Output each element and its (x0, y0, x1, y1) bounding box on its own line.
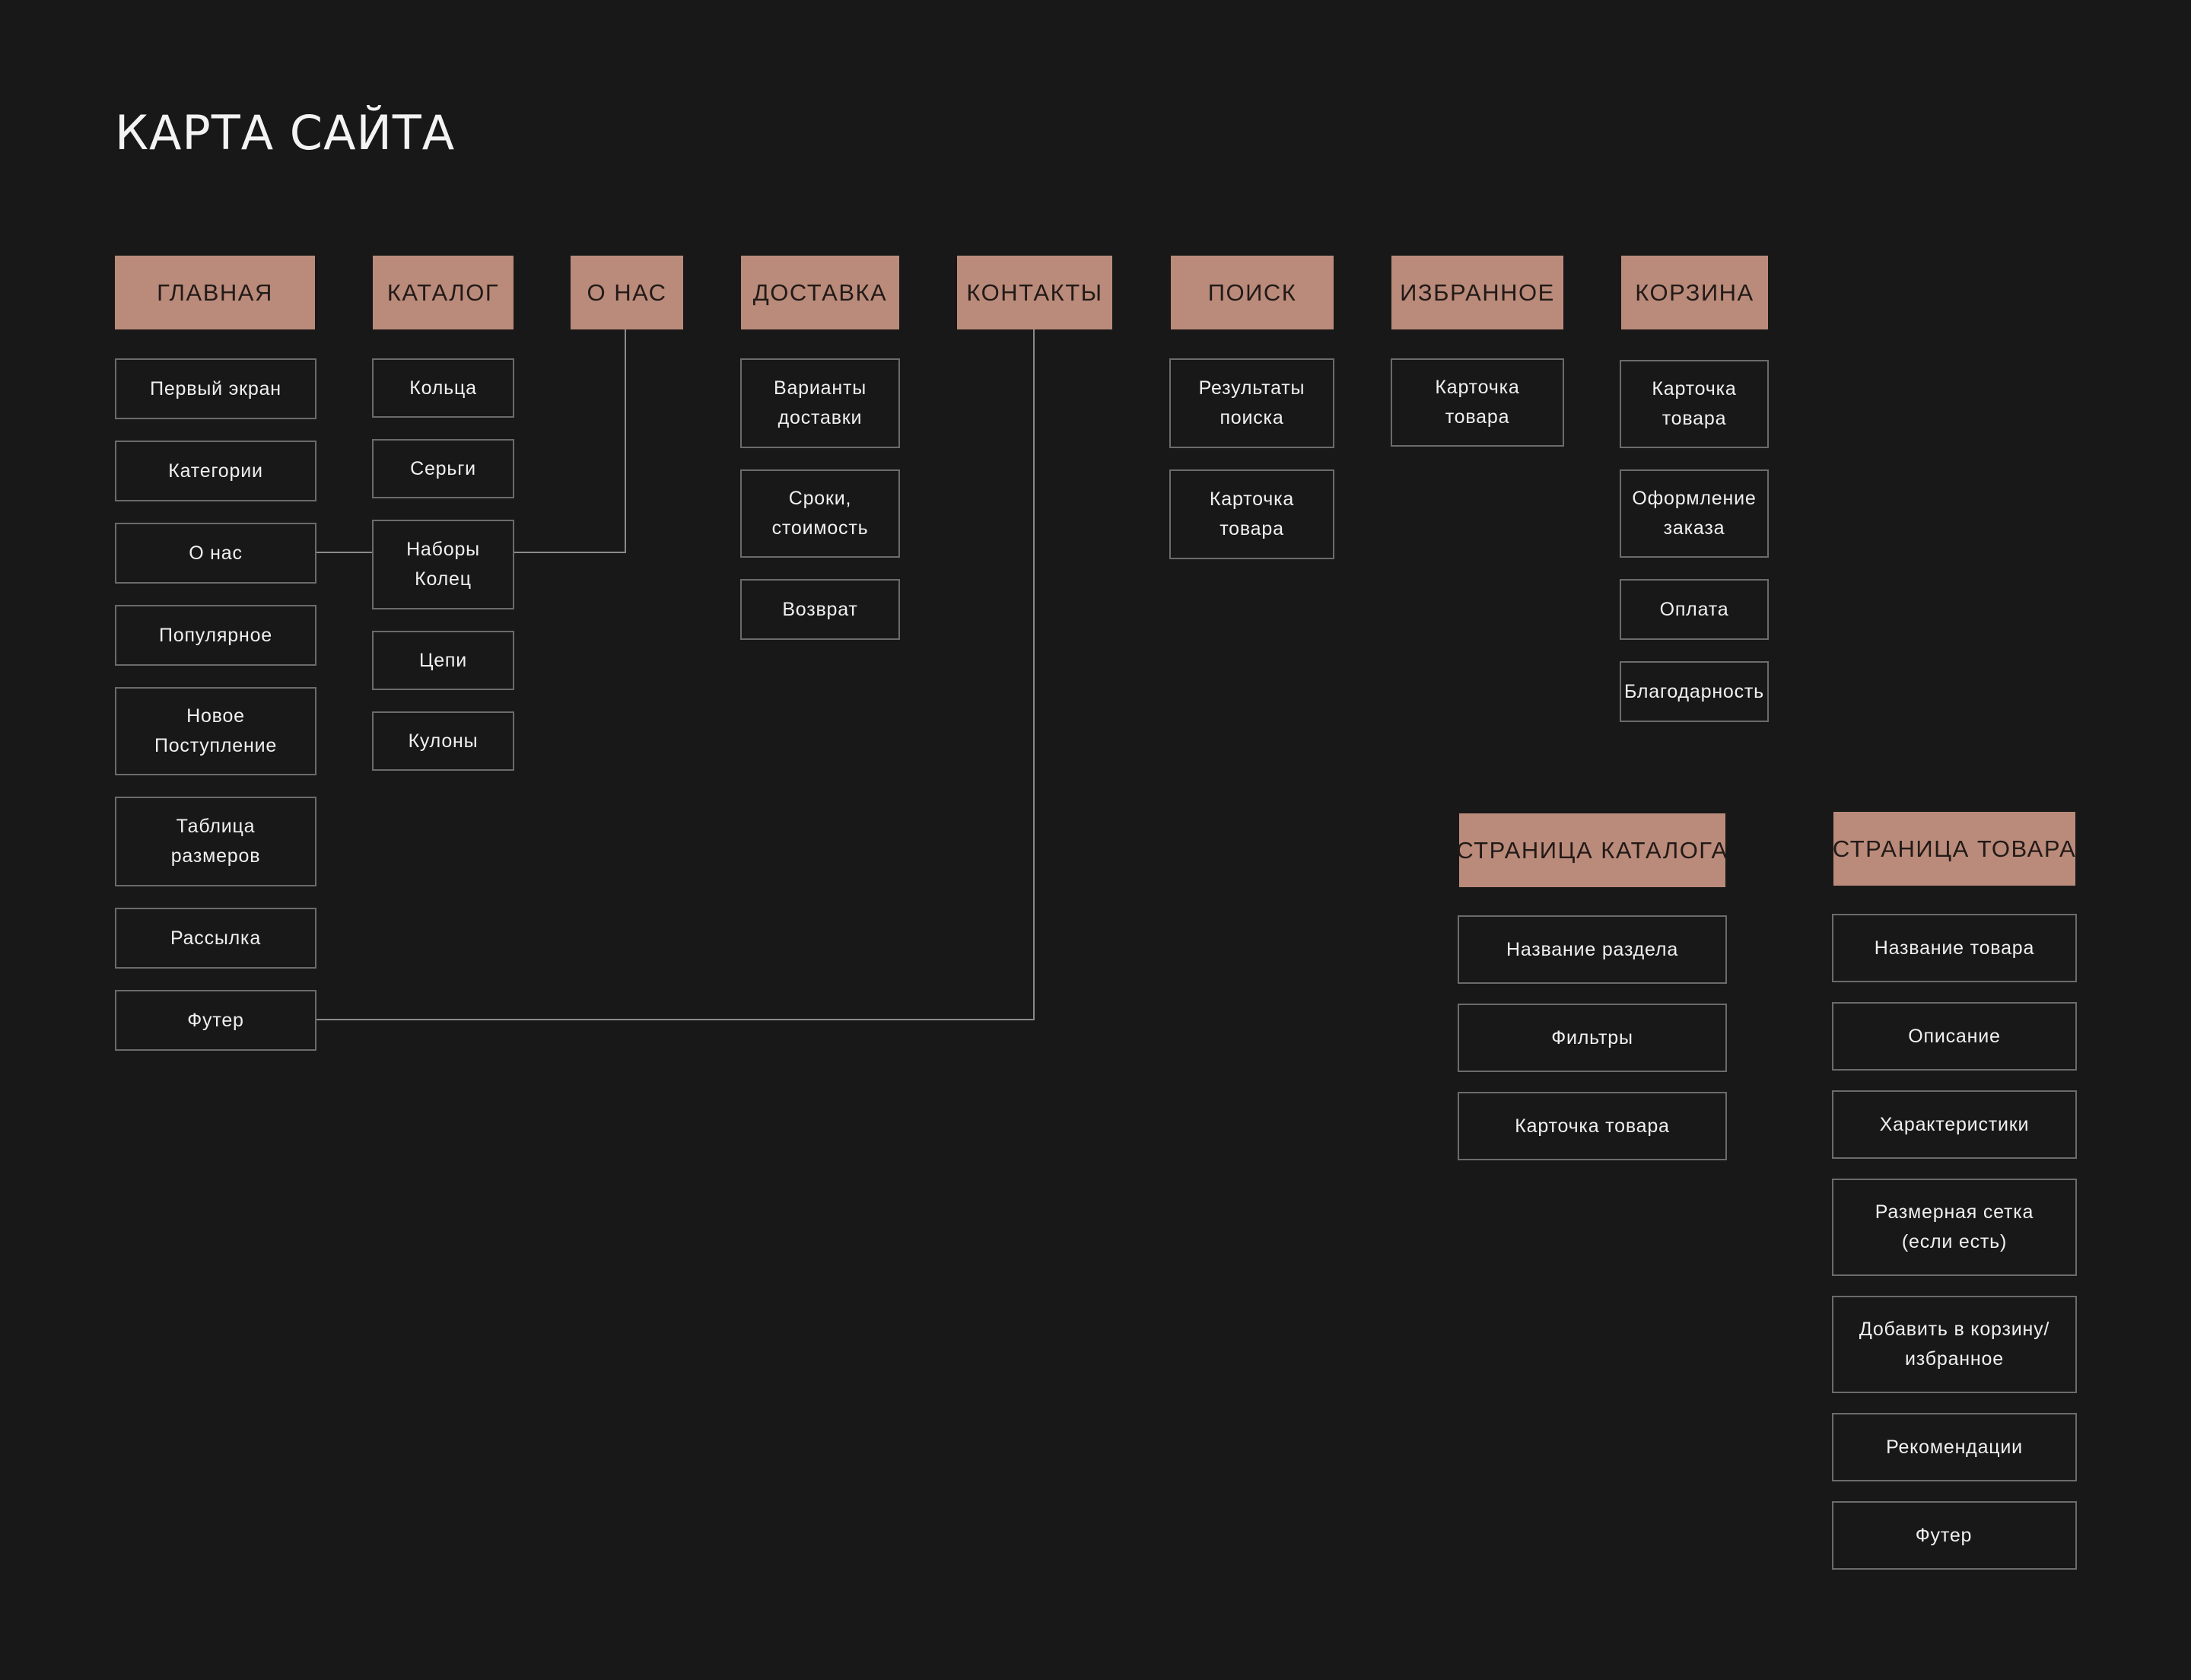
item-catalog-pendants: Кулоны (372, 711, 514, 771)
item-main-popular: Популярное (115, 605, 316, 666)
item-cart-product-card: Карточка товара (1620, 360, 1769, 448)
item-search-results: Результаты поиска (1169, 358, 1334, 448)
page-title: КАРТА САЙТА (115, 105, 456, 161)
item-cart-thank-you: Благодарность (1620, 661, 1769, 722)
item-product-page-footer: Футер (1832, 1501, 2077, 1570)
item-delivery-options: Варианты доставки (740, 358, 900, 448)
header-catalog: КАТАЛОГ (373, 256, 514, 329)
header-favorites: ИЗБРАННОЕ (1391, 256, 1563, 329)
header-about: О НАС (571, 256, 683, 329)
header-main: ГЛАВНАЯ (115, 256, 315, 329)
item-delivery-terms-cost: Сроки, стоимость (740, 469, 900, 558)
item-main-new-arrivals: Новое Поступление (115, 687, 316, 775)
item-catalog-page-filters: Фильтры (1458, 1004, 1727, 1072)
item-catalog-page-product-card: Карточка товара (1458, 1092, 1727, 1160)
item-main-first-screen: Первый экран (115, 358, 316, 419)
item-catalog-page-section-title: Название раздела (1458, 915, 1727, 984)
item-catalog-rings: Кольца (372, 358, 514, 418)
item-search-product-card: Карточка товара (1169, 469, 1334, 559)
item-main-size-chart: Таблица размеров (115, 797, 316, 886)
item-catalog-chains: Цепи (372, 631, 514, 690)
connector-about-to-main-about (513, 329, 626, 553)
item-main-about: О нас (115, 523, 316, 584)
item-product-page-product-name: Название товара (1832, 914, 2077, 982)
header-delivery: ДОСТАВКА (741, 256, 899, 329)
header-search: ПОИСК (1171, 256, 1334, 329)
item-main-newsletter: Рассылка (115, 908, 316, 969)
item-main-footer: Футер (115, 990, 316, 1051)
header-product-page: СТРАНИЦА ТОВАРА (1833, 812, 2075, 886)
header-cart: КОРЗИНА (1621, 256, 1768, 329)
item-delivery-returns: Возврат (740, 579, 900, 640)
item-favorites-product-card: Карточка товара (1391, 358, 1564, 447)
item-main-categories: Категории (115, 441, 316, 501)
item-product-page-size-grid: Размерная сетка (если есть) (1832, 1179, 2077, 1276)
item-cart-payment: Оплата (1620, 579, 1769, 640)
item-product-page-specifications: Характеристики (1832, 1090, 2077, 1159)
item-catalog-ring-sets: Наборы Колец (372, 520, 514, 609)
item-product-page-recommendations: Рекомендации (1832, 1413, 2077, 1481)
item-cart-checkout: Оформление заказа (1620, 469, 1769, 558)
header-contacts: КОНТАКТЫ (957, 256, 1112, 329)
item-catalog-earrings: Серьги (372, 439, 514, 498)
item-product-page-add-to-cart: Добавить в корзину/ избранное (1832, 1296, 2077, 1393)
header-catalog-page: СТРАНИЦА КАТАЛОГА (1456, 813, 1727, 887)
item-product-page-description: Описание (1832, 1002, 2077, 1071)
